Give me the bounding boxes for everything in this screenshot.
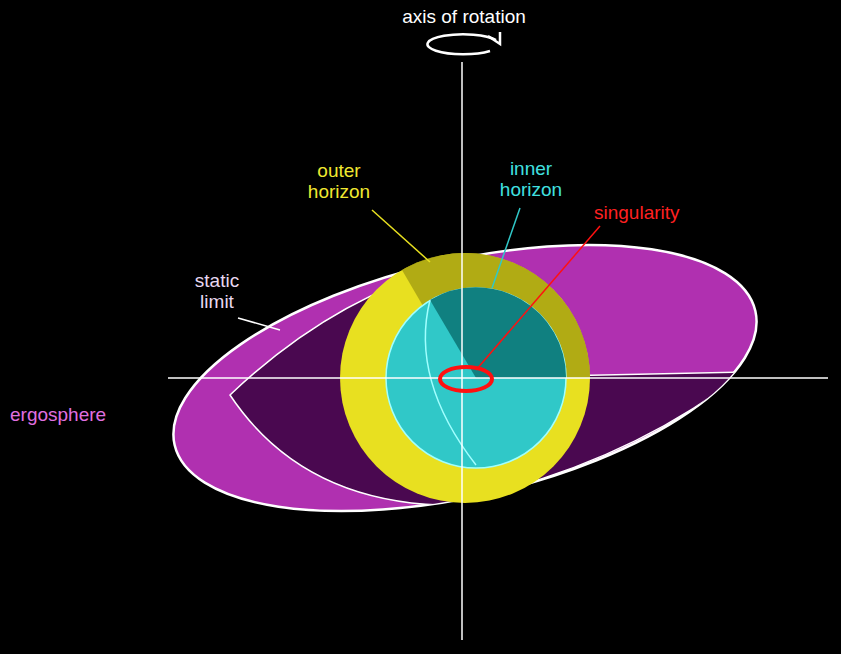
outer-horizon-sphere <box>340 253 590 503</box>
horizontal-axis-inner <box>340 377 590 379</box>
ring-singularity <box>440 367 492 391</box>
inner-horizon-edge <box>425 300 476 465</box>
leader-line <box>492 208 520 288</box>
inner-horizon-cutaway <box>430 287 566 378</box>
leader-line <box>372 210 430 262</box>
region-label: static limit <box>184 270 250 312</box>
rotation-arrow <box>427 34 496 54</box>
leader-line <box>476 226 600 370</box>
region-label: ergosphere <box>8 404 122 425</box>
horizontal-axis <box>168 377 828 379</box>
horizon-label: outer horizon <box>296 160 382 202</box>
axis-label: axis of rotation <box>372 6 556 27</box>
singularity-label: singularity <box>592 202 706 223</box>
horizon-label: inner horizon <box>488 158 574 200</box>
rotation-axis <box>461 62 463 640</box>
leader-line <box>238 318 280 330</box>
rotation-arrow-head <box>488 32 500 44</box>
